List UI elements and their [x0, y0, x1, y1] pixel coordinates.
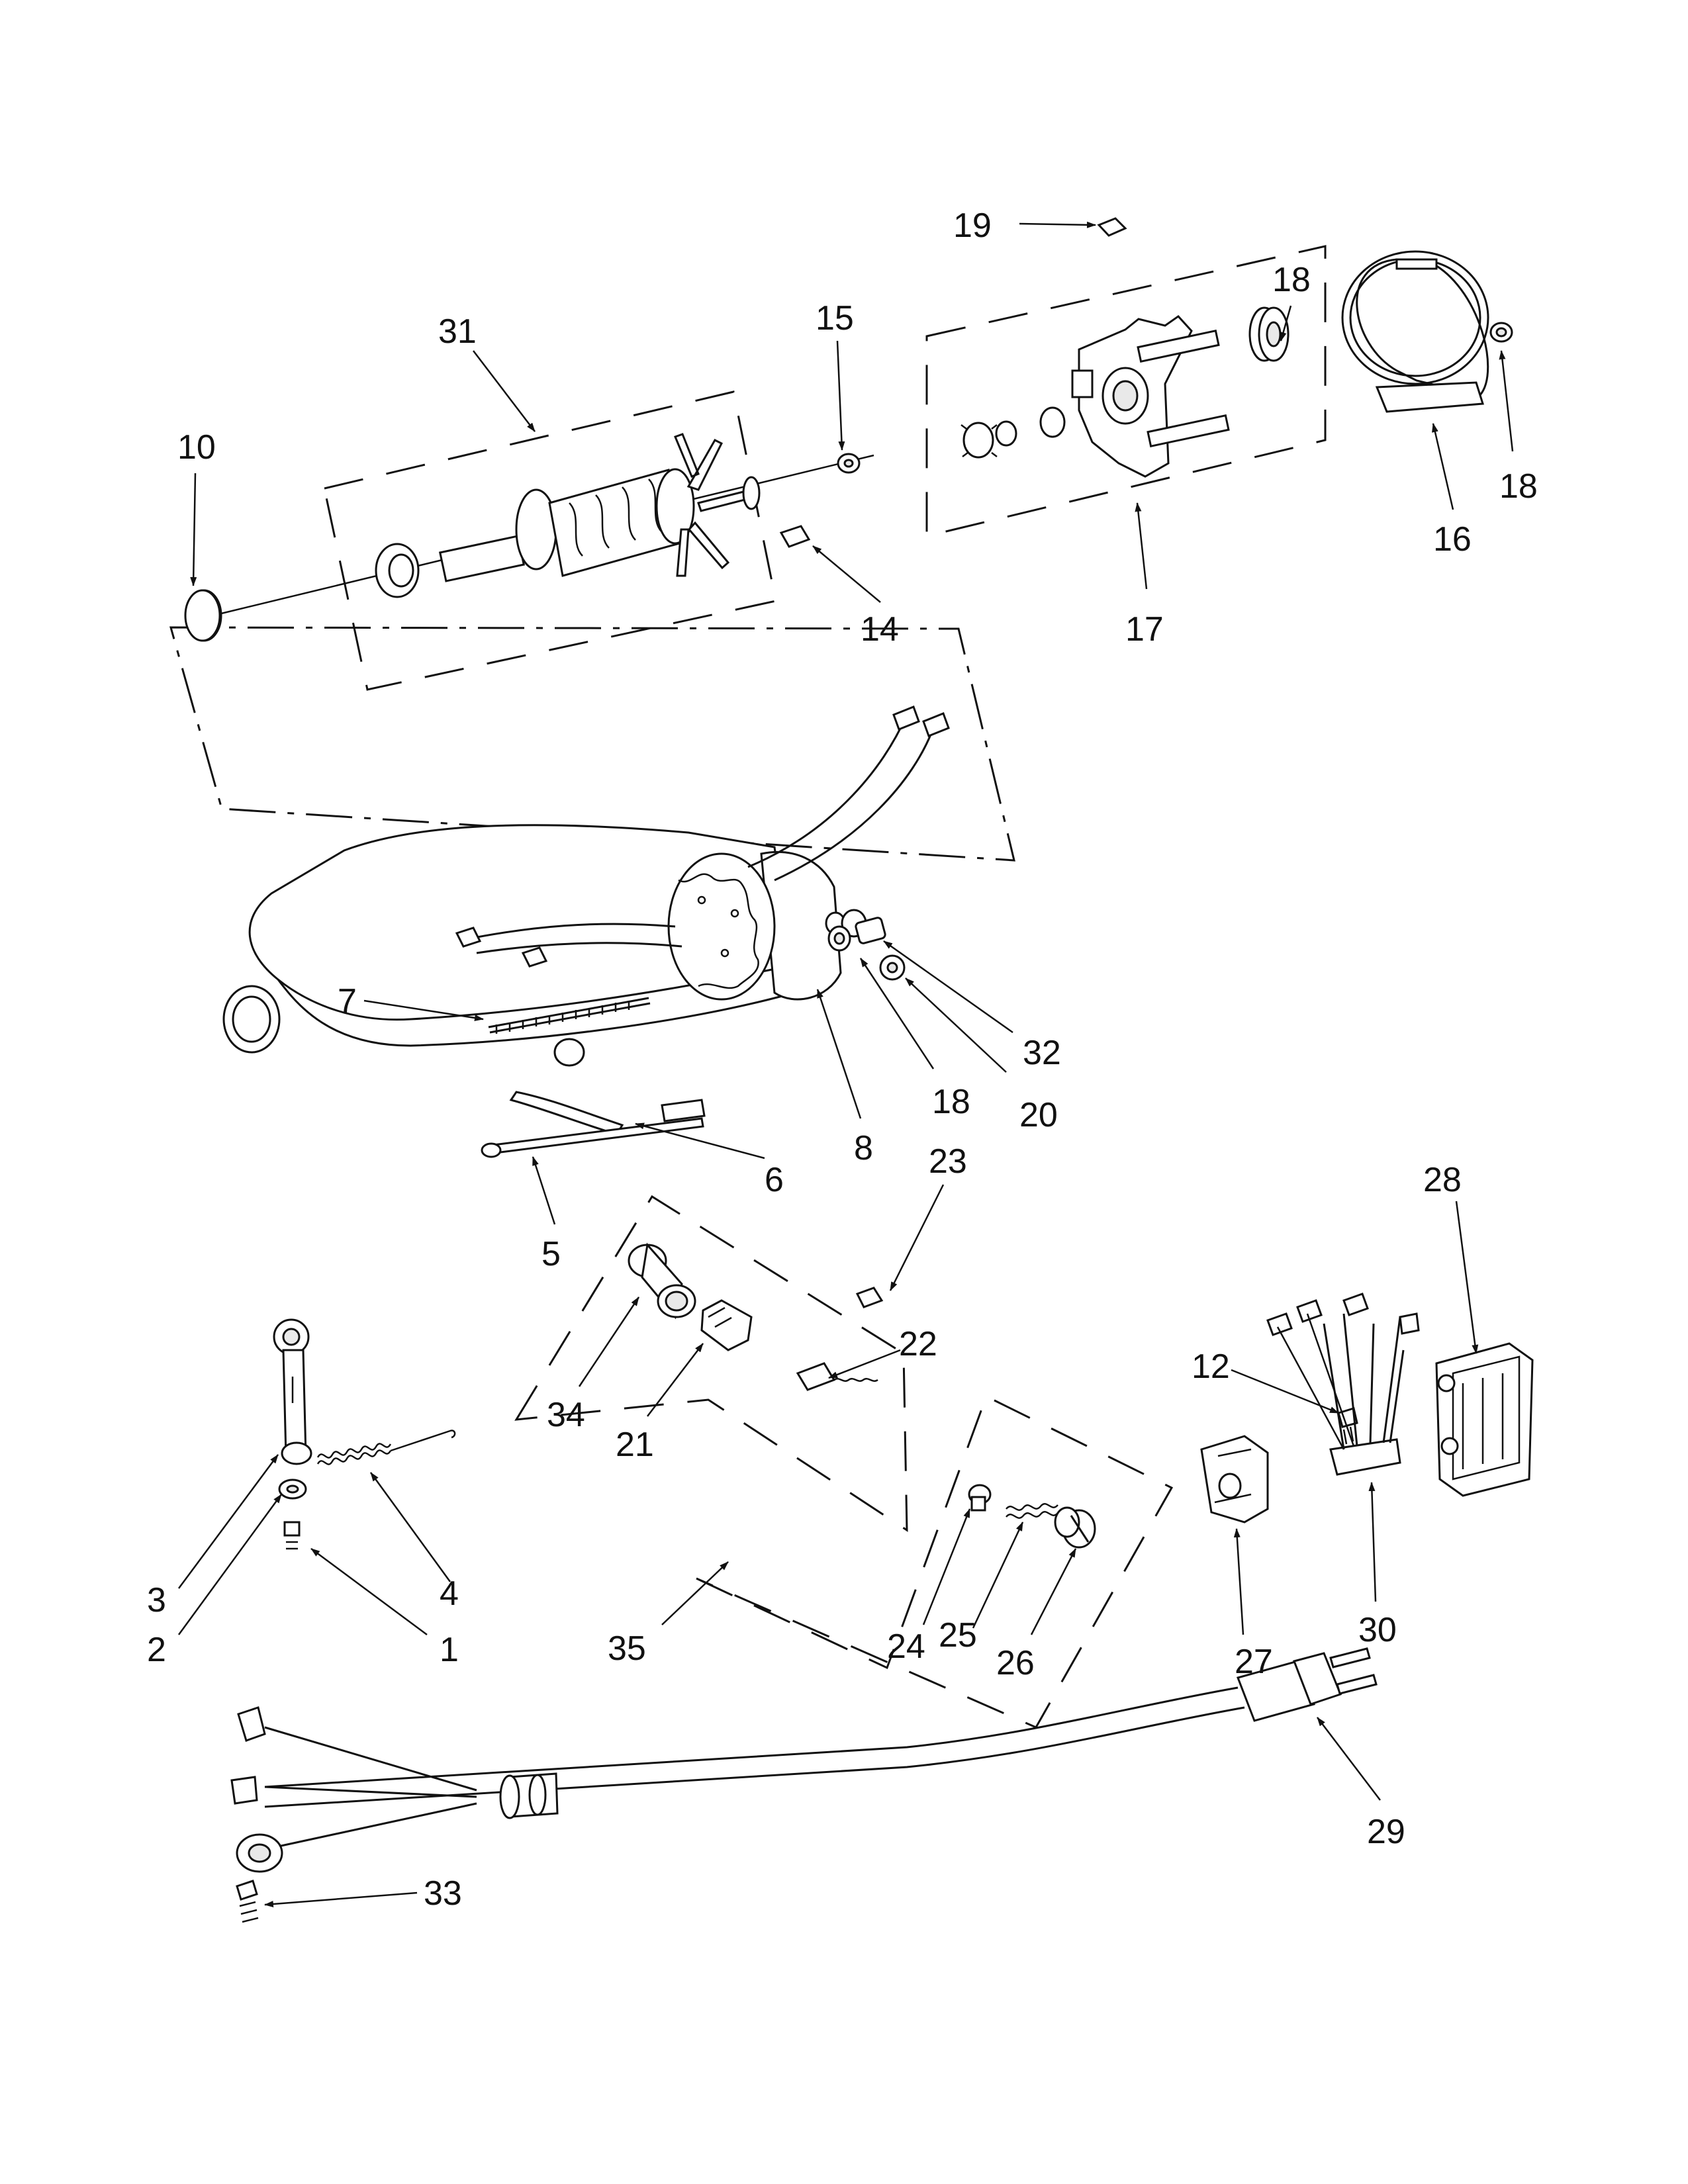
screw-33 [236, 1880, 259, 1923]
brush-22 [796, 1362, 878, 1391]
callout-25: 25 [939, 1616, 977, 1655]
terminal-block-27 [1200, 1435, 1269, 1524]
screw-13 [779, 525, 811, 548]
callout-7: 7 [338, 982, 357, 1021]
callout-15: 16 [1433, 520, 1472, 559]
brush-cap-assembly-outline [696, 1394, 1174, 1729]
armature-assembly-outline [323, 390, 777, 691]
threaded-rod-7 [488, 997, 651, 1034]
nut-18-top [1489, 322, 1513, 343]
end-bell [961, 315, 1230, 478]
armature [185, 433, 874, 642]
brush-spring-clip-6 [509, 1091, 624, 1136]
bracket-15 [1341, 250, 1489, 413]
callout-2: 2 [147, 1631, 166, 1669]
callout-30: 30 [1358, 1611, 1397, 1649]
callout-8: 8 [854, 1129, 873, 1167]
callout-32: 32 [1023, 1034, 1061, 1072]
washer-2 [278, 1479, 307, 1500]
callout-22: 22 [899, 1325, 937, 1363]
callout-14: 15 [816, 299, 854, 338]
callout-4: 4 [440, 1574, 459, 1613]
grommet-18-mid [827, 925, 851, 952]
brush-holder-34 [628, 1242, 696, 1320]
spring-25 [1006, 1503, 1058, 1519]
callout-10: 10 [177, 428, 216, 467]
spring-4 [316, 1430, 456, 1465]
callout-3: 3 [147, 1581, 166, 1619]
switch-harness-30 [1266, 1293, 1420, 1476]
end-bell-assembly-outline [925, 245, 1327, 537]
callout-18-mid: 18 [932, 1083, 970, 1121]
screw-1 [283, 1521, 301, 1550]
callout-12: 12 [1192, 1347, 1230, 1386]
callout-35: 35 [608, 1629, 646, 1668]
brush-clip-21 [700, 1299, 753, 1351]
callout-34: 34 [547, 1396, 585, 1434]
star-washer-20 [879, 954, 906, 981]
callout-16: 17 [1125, 610, 1164, 649]
lever-3 [273, 1318, 312, 1465]
washer-10 [184, 589, 221, 642]
callout-18-top: 18 [1499, 467, 1538, 506]
motor-housing-group-outline [169, 626, 1015, 862]
callout-33: 33 [424, 1874, 462, 1913]
callout-26: 26 [996, 1644, 1035, 1682]
callout-6: 6 [765, 1161, 784, 1199]
sleeve-32 [855, 917, 886, 944]
callout-24: 24 [887, 1627, 925, 1666]
callout-31: 31 [438, 312, 477, 351]
bearing-17 [1248, 306, 1289, 362]
strap-5 [481, 1099, 706, 1158]
callout-27: 27 [1235, 1643, 1273, 1681]
callout-28: 28 [1423, 1161, 1462, 1199]
callout-17: 18 [1272, 261, 1311, 299]
callout-23: 23 [929, 1142, 967, 1181]
callout-29: 29 [1367, 1813, 1405, 1851]
callout-1: 1 [440, 1631, 459, 1669]
power-cord-29 [230, 1647, 1378, 1873]
nut-19 [1097, 217, 1127, 237]
cap-screw-26 [1054, 1506, 1096, 1549]
switch-board-28 [1435, 1342, 1534, 1497]
callout-19: 19 [953, 206, 992, 245]
callout-13: 14 [861, 610, 899, 649]
callout-20: 20 [1019, 1096, 1058, 1134]
callout-21: 21 [616, 1426, 654, 1464]
callout-5: 5 [541, 1235, 561, 1273]
screw-12 [1337, 1407, 1358, 1445]
washer-14 [837, 453, 861, 474]
motor-housing [222, 705, 950, 1067]
leader-lines [177, 221, 1514, 1907]
screw-23 [855, 1287, 884, 1308]
pin-24 [968, 1484, 992, 1512]
brush-holder-assembly-outline [514, 1195, 908, 1532]
